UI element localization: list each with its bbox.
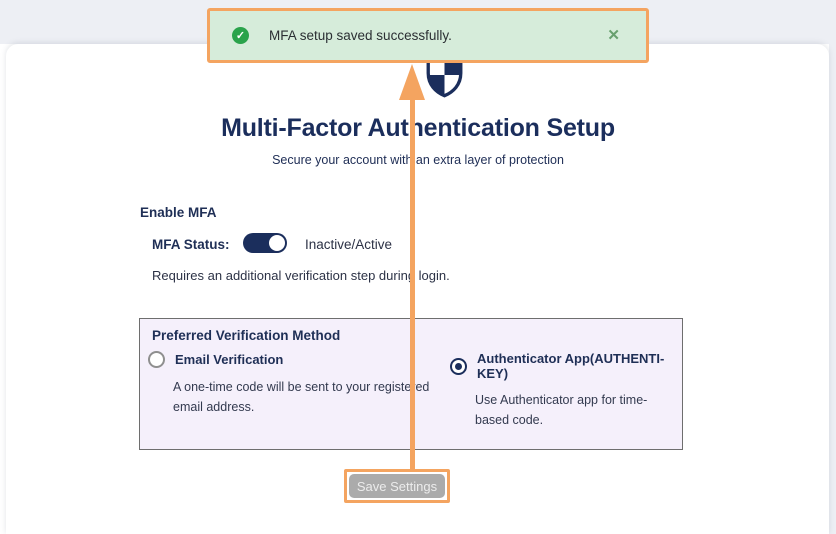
- mfa-status-note: Requires an additional verification step…: [152, 268, 450, 283]
- annotation-arrow-line: [410, 99, 415, 469]
- close-icon[interactable]: ✕: [607, 27, 620, 44]
- option-email-verification: Email Verification A one-time code will …: [148, 351, 448, 417]
- email-radio-row[interactable]: Email Verification: [148, 351, 448, 368]
- authenticator-option-label: Authenticator App(AUTHENTI-KEY): [477, 351, 665, 381]
- check-circle-icon: ✓: [232, 27, 249, 44]
- radio-authenticator[interactable]: [450, 357, 467, 375]
- enable-mfa-heading: Enable MFA: [140, 205, 217, 220]
- authenticator-radio-row[interactable]: Authenticator App(AUTHENTI-KEY): [450, 351, 670, 381]
- mfa-status-label: MFA Status:: [152, 237, 230, 252]
- page-title: Multi-Factor Authentication Setup: [221, 114, 615, 142]
- radio-dot: [153, 356, 160, 363]
- toggle-knob: [269, 235, 285, 251]
- authenticator-option-description: Use Authenticator app for time-based cod…: [475, 393, 648, 427]
- mfa-status-value: Inactive/Active: [305, 237, 393, 252]
- toast-message: MFA setup saved successfully.: [269, 28, 452, 43]
- radio-dot: [455, 362, 462, 370]
- option-authenticator-app: Authenticator App(AUTHENTI-KEY) Use Auth…: [450, 351, 670, 430]
- save-settings-button[interactable]: Save Settings: [349, 474, 445, 498]
- success-toast: ✓ MFA setup saved successfully. ✕: [207, 8, 649, 63]
- right-background-stripe: [829, 0, 836, 534]
- mfa-status-toggle[interactable]: [243, 233, 287, 253]
- verification-method-heading: Preferred Verification Method: [152, 328, 341, 343]
- email-option-label: Email Verification: [175, 352, 284, 367]
- email-option-description: A one-time code will be sent to your reg…: [173, 380, 430, 414]
- page-subtitle: Secure your account with an extra layer …: [272, 153, 564, 167]
- content-card: [6, 44, 829, 534]
- radio-email[interactable]: [148, 351, 165, 368]
- save-button-annotation-outline: Save Settings: [344, 469, 450, 503]
- annotation-arrow-head-icon: [399, 64, 425, 100]
